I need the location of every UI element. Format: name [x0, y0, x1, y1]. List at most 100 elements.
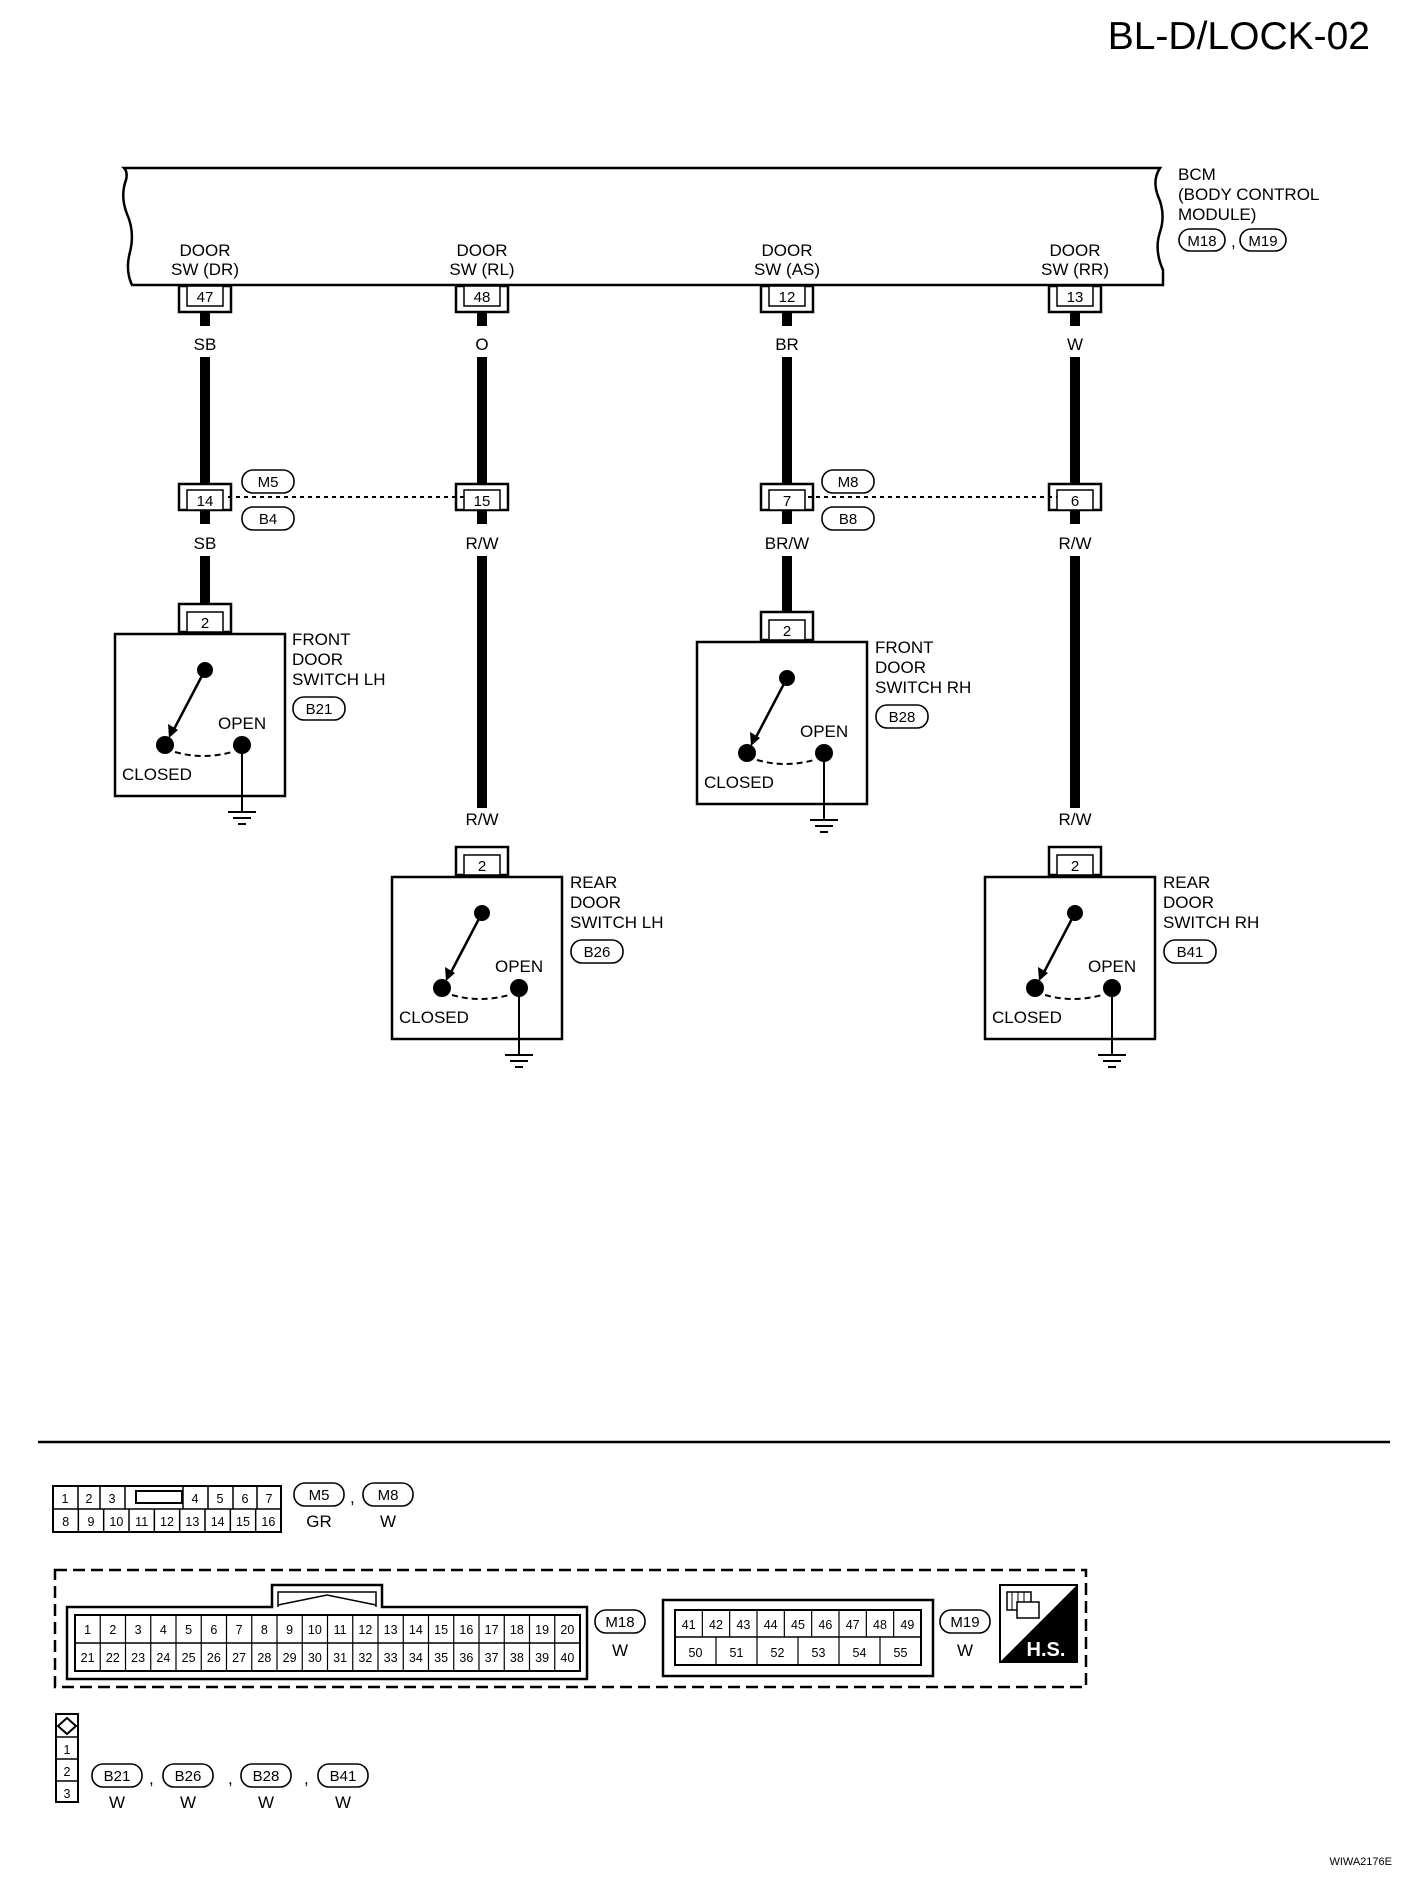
pin-cell: 17	[485, 1623, 499, 1637]
connector-label-m8: M8 W	[362, 1482, 414, 1531]
bcm-label: BCM (BODY CONTROL MODULE)	[1178, 165, 1319, 224]
svg-text:B26: B26	[175, 1768, 202, 1785]
separator: ,	[304, 1769, 309, 1788]
pin-cell: 24	[156, 1651, 170, 1665]
svg-text:R/W: R/W	[465, 810, 498, 829]
pin-cell: 16	[261, 1515, 275, 1529]
pin-cell: 8	[261, 1623, 268, 1637]
figure-id: WIWA2176E	[1329, 1856, 1392, 1868]
inline-connector-b4: B4	[241, 506, 295, 531]
connector-b41: B41	[1177, 944, 1204, 961]
wire-color-sb-lower: SB	[194, 534, 217, 553]
svg-text:DOOR: DOOR	[875, 658, 926, 677]
pin-cell: 14	[409, 1623, 423, 1637]
pin-cell: 44	[764, 1618, 778, 1632]
wire-color-rw-2: R/W	[1058, 534, 1091, 553]
connector-label-b41: B41 W	[317, 1763, 369, 1812]
svg-text:6: 6	[242, 1492, 249, 1506]
svg-text:CLOSED: CLOSED	[399, 1008, 469, 1027]
pin-cell: 37	[485, 1651, 499, 1665]
pin-cell: 21	[81, 1651, 95, 1665]
svg-text:SWITCH LH: SWITCH LH	[292, 670, 386, 689]
pin-cell: 13	[384, 1623, 398, 1637]
pin-cell: 27	[232, 1651, 246, 1665]
svg-text:B8: B8	[839, 511, 857, 528]
svg-text:5: 5	[217, 1492, 224, 1506]
svg-text:2: 2	[86, 1492, 93, 1506]
wire-color-sb: SB	[194, 335, 217, 354]
pin-cell: 4	[160, 1623, 167, 1637]
bcm-connector-m19: M19	[1239, 228, 1287, 252]
connector-b26: B26	[584, 944, 611, 961]
svg-text:FRONT: FRONT	[292, 630, 351, 649]
svg-text:M5: M5	[309, 1487, 330, 1504]
svg-text:CLOSED: CLOSED	[122, 765, 192, 784]
svg-text:SW (DR): SW (DR)	[171, 260, 239, 279]
svg-text:OPEN: OPEN	[1088, 957, 1136, 976]
bcm-pin-13: 13	[1067, 289, 1084, 306]
svg-text:W: W	[380, 1512, 396, 1531]
pin-cell: 29	[283, 1651, 297, 1665]
svg-text:REAR: REAR	[570, 873, 617, 892]
svg-text:SWITCH RH: SWITCH RH	[1163, 913, 1259, 932]
svg-text:SWITCH LH: SWITCH LH	[570, 913, 664, 932]
svg-text:B41: B41	[330, 1768, 357, 1785]
bcm-pin-12: 12	[779, 289, 796, 306]
svg-text:OPEN: OPEN	[495, 957, 543, 976]
pin-cell: 52	[771, 1646, 785, 1660]
svg-text:M18: M18	[1187, 233, 1216, 250]
svg-text:2: 2	[201, 615, 209, 632]
connector-label-m19: M19 W	[939, 1609, 991, 1660]
wire-color-br: BR	[775, 335, 799, 354]
wire-color-brw: BR/W	[765, 534, 809, 553]
svg-text:REAR: REAR	[1163, 873, 1210, 892]
pin-cell: 11	[334, 1623, 347, 1637]
svg-text:DOOR: DOOR	[570, 893, 621, 912]
connector-b28: B28	[889, 709, 916, 726]
svg-text:W: W	[109, 1793, 125, 1812]
pin-cell: 12	[358, 1623, 372, 1637]
svg-text:DOOR: DOOR	[762, 241, 813, 260]
pin-cell: 53	[812, 1646, 826, 1660]
svg-text:SW (RL): SW (RL)	[449, 260, 514, 279]
svg-text:B4: B4	[259, 511, 277, 528]
inline-pin-7: 7	[783, 493, 791, 510]
bcm-connector-group	[53, 1568, 1088, 1689]
svg-text:M18: M18	[605, 1614, 634, 1631]
svg-text:2: 2	[783, 623, 791, 640]
pin-cell: 43	[736, 1618, 750, 1632]
connector-label-b21: B21 W	[91, 1763, 143, 1812]
harness-side-badge: H.S.	[999, 1584, 1078, 1663]
pin-cell: 19	[535, 1623, 549, 1637]
pin-cell: 25	[182, 1651, 196, 1665]
pin-cell: 32	[358, 1651, 372, 1665]
svg-text:M19: M19	[1248, 233, 1277, 250]
pin-cell: 11	[135, 1515, 148, 1529]
wire-color-o: O	[475, 335, 488, 354]
svg-text:OPEN: OPEN	[218, 714, 266, 733]
page-code: BL-D/LOCK-02	[1108, 15, 1370, 58]
pin-cell: 42	[709, 1618, 723, 1632]
connector-b21: B21	[306, 701, 333, 718]
pin-cell: 9	[88, 1515, 95, 1529]
pin-cell: 34	[409, 1651, 423, 1665]
pin-cell: 26	[207, 1651, 221, 1665]
svg-text:DOOR: DOOR	[292, 650, 343, 669]
svg-text:SW (AS): SW (AS)	[754, 260, 820, 279]
pin-cell: 6	[210, 1623, 217, 1637]
svg-text:1: 1	[64, 1743, 71, 1757]
svg-text:2: 2	[478, 858, 486, 875]
pin-cell: 13	[185, 1515, 199, 1529]
pin-cell: 55	[894, 1646, 908, 1660]
connector-label-b26: B26 W	[162, 1763, 214, 1812]
pin-cell: 48	[873, 1618, 887, 1632]
connector-plug-icon	[1006, 1591, 1040, 1619]
svg-text:DOOR: DOOR	[1163, 893, 1214, 912]
circuit-door-sw-dr: DOOR SW (DR) 47 SB 14 SB 2 OPEN CLOSED F…	[113, 241, 386, 825]
pin-cell: 50	[689, 1646, 703, 1660]
connector-label-m18: M18 W	[594, 1609, 646, 1660]
bcm-box	[120, 166, 1165, 287]
svg-text:M8: M8	[838, 474, 859, 491]
svg-text:M8: M8	[378, 1487, 399, 1504]
